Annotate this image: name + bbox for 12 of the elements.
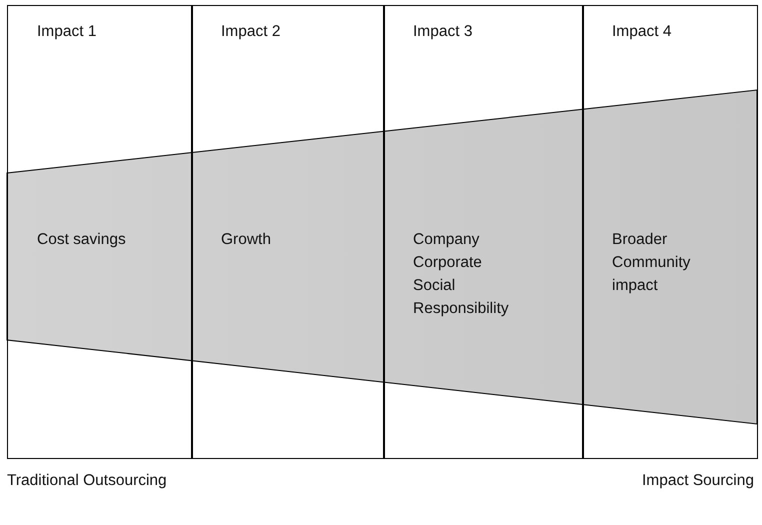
column-heading: Impact 4: [612, 22, 672, 42]
impact-column: [582, 5, 758, 459]
column-heading: Impact 1: [37, 22, 96, 42]
axis-end-label: Traditional Outsourcing: [7, 472, 167, 490]
column-text: Company Corporate Social Responsibility: [413, 230, 510, 319]
impact-column: [7, 5, 193, 459]
column-heading: Impact 2: [221, 22, 280, 42]
impact-column: [383, 5, 584, 459]
axis-end-label: Impact Sourcing: [642, 472, 754, 490]
impact-column: [191, 5, 385, 459]
column-heading: Impact 3: [413, 22, 472, 42]
column-text: Broader Community impact: [612, 230, 692, 296]
